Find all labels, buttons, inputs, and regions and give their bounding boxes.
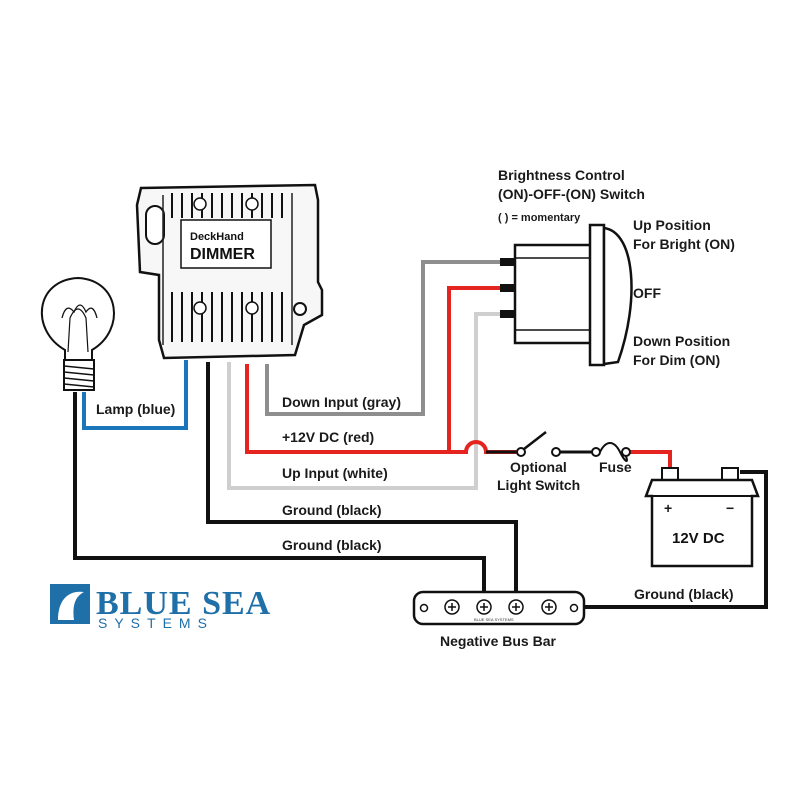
plus12v-label: +12V DC (red): [282, 429, 374, 445]
ground-label-1: Ground (black): [282, 502, 382, 518]
battery-plus: +: [664, 500, 672, 516]
screw-icon: [245, 301, 259, 315]
plus12v-wire-red-switch: [447, 286, 515, 452]
up-position-line1: Up Position: [633, 217, 711, 233]
bus-bar-body: [412, 590, 586, 626]
battery-label: 12V DC: [672, 530, 725, 547]
optional-switch-line1: Optional: [510, 459, 567, 475]
lamp-wire-label: Lamp (blue): [96, 401, 175, 417]
lamp-wire-blue: [82, 360, 188, 430]
mount-slot: [145, 205, 165, 245]
wires: [73, 260, 768, 609]
rocker-switch: [500, 223, 633, 367]
dimmer-body: [135, 183, 324, 360]
dimmer-label-plate: [180, 219, 272, 269]
ground-wire-lamp: [73, 392, 486, 604]
screw-icon: [193, 301, 207, 315]
up-position-line2: For Bright (ON): [633, 236, 735, 252]
blue-sea-logo: BLUE SEA SYSTEMS: [50, 584, 271, 631]
plus12v-wire-red: [245, 364, 518, 454]
ground-label-2: Ground (black): [282, 537, 382, 553]
optional-light-switch: [486, 431, 592, 457]
battery-body: [644, 478, 760, 568]
switch-lever-icon: [523, 431, 547, 450]
battery: + − 12V DC: [644, 467, 760, 568]
off-position: OFF: [633, 285, 661, 301]
ground-wire-battery: [583, 470, 768, 609]
down-input-wire-gray: [265, 260, 515, 416]
mount-hole: [293, 302, 307, 316]
heat-fins: [171, 193, 283, 342]
dimmer-module: DeckHand DIMMER: [135, 183, 324, 360]
fuse-symbol: [591, 442, 631, 462]
negative-bus-bar: BLUE SEA SYSTEMS: [412, 590, 586, 626]
battery-minus: −: [726, 500, 734, 516]
battery-pos-terminal: [661, 467, 679, 481]
fuse-label: Fuse: [599, 459, 632, 475]
bus-bar-label: Negative Bus Bar: [440, 633, 556, 649]
up-input-label: Up Input (white): [282, 465, 388, 481]
switch-note: ( ) = momentary: [498, 212, 581, 224]
down-position-line2: For Dim (ON): [633, 352, 720, 368]
logo-main-text: BLUE SEA: [96, 585, 271, 622]
fuse-wire-red: [628, 450, 672, 470]
rocker-paddle: [602, 226, 633, 366]
optional-switch-line2: Light Switch: [497, 477, 580, 493]
labels: Brightness Control (ON)-OFF-(ON) Switch …: [96, 167, 735, 649]
battery-neg-terminal: [721, 467, 739, 481]
switch-bezel: [588, 223, 606, 367]
down-input-label: Down Input (gray): [282, 394, 401, 410]
down-position-line1: Down Position: [633, 333, 730, 349]
dimmer-brand: DeckHand: [190, 231, 244, 243]
logo-sub-text: SYSTEMS: [98, 615, 214, 631]
up-input-wire-white: [227, 312, 515, 490]
bulb-glass: [40, 276, 115, 361]
ground-wire-dimmer: [206, 362, 518, 604]
fuse-icon: [599, 442, 628, 462]
filament-icon: [61, 304, 98, 319]
bus-bar-stamp: BLUE SEA SYSTEMS: [474, 617, 514, 622]
switch-title-line2: (ON)-OFF-(ON) Switch: [498, 186, 645, 202]
lamp-bulb: [40, 276, 115, 391]
screw-icon: [245, 197, 259, 211]
dimmer-name: DIMMER: [190, 246, 255, 263]
switch-body: [513, 243, 599, 345]
screw-icon: [193, 197, 207, 211]
switch-title-line1: Brightness Control: [498, 167, 625, 183]
ground-label-3: Ground (black): [634, 586, 734, 602]
